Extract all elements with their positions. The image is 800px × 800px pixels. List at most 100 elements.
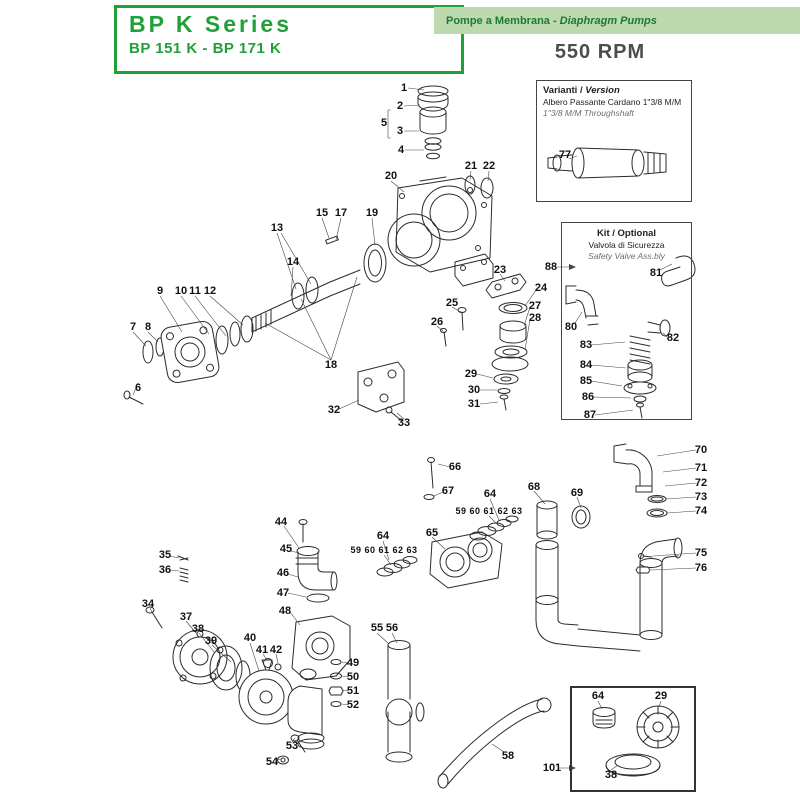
callout-67: 67 (441, 485, 455, 497)
callout-56: 56 (385, 622, 399, 634)
callout-12: 12 (203, 285, 217, 297)
callout-75: 75 (694, 547, 708, 559)
callout-68: 68 (527, 481, 541, 493)
callout-58: 58 (501, 750, 515, 762)
callout-11: 11 (189, 285, 201, 297)
callout-53: 53 (285, 740, 299, 752)
callout-80: 80 (564, 321, 578, 333)
product-type-band: Pompe a Membrana - Diaphragm Pumps (434, 7, 800, 34)
callout-44: 44 (274, 516, 288, 528)
callout-49: 49 (346, 657, 360, 669)
callout-3: 3 (396, 125, 404, 137)
callout-7: 7 (129, 321, 137, 333)
pump-housing-65 (376, 457, 519, 589)
callout-23: 23 (493, 264, 507, 276)
callout-20: 20 (384, 170, 398, 182)
callout-10: 10 (174, 285, 188, 297)
callout-64: 64 (483, 488, 497, 500)
callout-86: 86 (581, 391, 595, 403)
callout-66: 66 (448, 461, 462, 473)
series-title: BP K Series (129, 11, 292, 37)
version-box-title: Varianti / Version (543, 85, 620, 96)
callout-47: 47 (276, 587, 290, 599)
callout-28: 28 (528, 312, 542, 324)
callout-81: 81 (649, 267, 663, 279)
callout-77: 77 (558, 149, 572, 161)
callout-34: 34 (141, 598, 155, 610)
callout-83: 83 (579, 339, 593, 351)
callout-29: 29 (464, 368, 478, 380)
callout-26: 26 (430, 316, 444, 328)
manifold-pipe (385, 640, 425, 763)
callout-22: 22 (482, 160, 496, 172)
callout-24: 24 (534, 282, 548, 294)
callout-45: 45 (279, 543, 293, 555)
callout-38: 38 (191, 623, 205, 635)
center-valve-body (287, 519, 351, 750)
callout-46: 46 (276, 567, 290, 579)
callout-50: 50 (346, 671, 360, 683)
shaft-assembly (123, 235, 387, 405)
callout-27: 27 (528, 300, 542, 312)
callout-87: 87 (583, 409, 597, 421)
version-box-line-en: 1"3/8 M/M Throughshaft (543, 107, 634, 118)
callout-33: 33 (397, 417, 411, 429)
callout-2: 2 (396, 100, 404, 112)
callout-64: 64 (376, 530, 390, 542)
callout-59-60-61-62-63: 59 60 61 62 63 (350, 545, 418, 555)
version-box-line-it: Albero Passante Cardano 1"3/8 M/M (543, 96, 682, 107)
callout-35: 35 (158, 549, 172, 561)
callout-14: 14 (286, 256, 300, 268)
callout-85: 85 (579, 375, 593, 387)
callout-19: 19 (365, 207, 379, 219)
callout-9: 9 (156, 285, 164, 297)
inset-parts (592, 705, 680, 777)
callout-74: 74 (694, 505, 708, 517)
callout-17: 17 (334, 207, 348, 219)
callout-18: 18 (324, 359, 338, 371)
throughshaft-77 (547, 147, 667, 179)
model-range: BP 151 K - BP 171 K (129, 40, 282, 58)
callout-30: 30 (467, 384, 481, 396)
callout-70: 70 (694, 444, 708, 456)
right-manifold (535, 443, 683, 652)
callout-73: 73 (694, 491, 708, 503)
callout-40: 40 (243, 632, 257, 644)
callout-5: 5 (380, 117, 388, 129)
callout-21: 21 (464, 160, 478, 172)
callout-31: 31 (467, 398, 481, 410)
version-box: Varianti / Version Albero Passante Carda… (536, 80, 692, 202)
callout-38: 38 (604, 769, 618, 781)
kit-box-line-it: Valvola di Sicurezza (588, 239, 665, 250)
product-type-it: Pompe a Membrana - (446, 14, 557, 27)
callout-59-60-61-62-63: 59 60 61 62 63 (455, 506, 523, 516)
callout-55: 55 (370, 622, 384, 634)
callout-39: 39 (204, 635, 218, 647)
callout-101: 101 (542, 762, 562, 774)
callout-65: 65 (425, 527, 439, 539)
mounting-bracket (357, 361, 405, 422)
callout-8: 8 (144, 321, 152, 333)
leader-lines (132, 87, 697, 771)
callout-84: 84 (579, 359, 593, 371)
callout-1: 1 (400, 82, 408, 94)
callout-37: 37 (179, 611, 193, 623)
kit-box-title: Kit / Optional (596, 228, 657, 239)
callout-29: 29 (654, 690, 668, 702)
kit-box-line-en: Safety Valve Ass.bly (588, 250, 665, 261)
callout-52: 52 (346, 699, 360, 711)
callout-64: 64 (591, 690, 605, 702)
callout-76: 76 (694, 562, 708, 574)
rpm-label: 550 RPM (554, 41, 646, 63)
callout-13: 13 (270, 222, 284, 234)
callout-71: 71 (694, 462, 708, 474)
callout-15: 15 (315, 207, 329, 219)
series-title-box: BP K Series BP 151 K - BP 171 K (114, 5, 464, 74)
callout-88: 88 (544, 261, 558, 273)
callout-54: 54 (265, 756, 279, 768)
kit-box: Kit / Optional Valvola di Sicurezza Safe… (561, 222, 692, 420)
callout-32: 32 (327, 404, 341, 416)
pump-body (387, 175, 494, 287)
